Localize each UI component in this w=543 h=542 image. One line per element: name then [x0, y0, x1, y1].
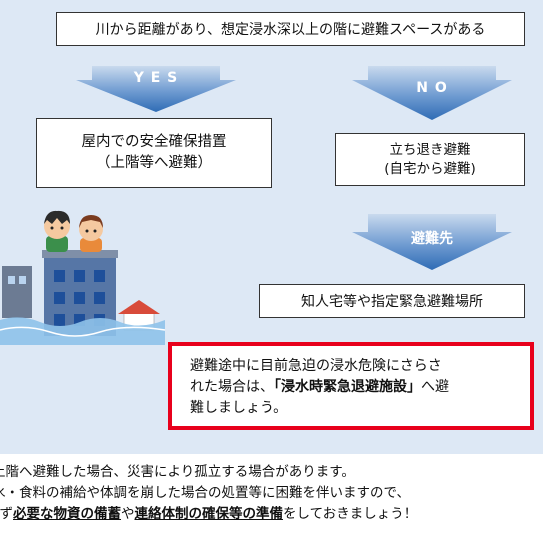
- no-arrow: [352, 66, 512, 120]
- yes-result-box: 屋内での安全確保措置 （上階等へ避難）: [36, 118, 272, 188]
- note-line3-c: や: [121, 506, 135, 522]
- no-label: N O: [416, 80, 448, 96]
- destination-box: 知人宅等や指定緊急避難場所: [259, 284, 525, 318]
- note-line2: 水・食料の補給や体調を崩した場合の処置等に困難を伴いますので、: [0, 485, 410, 501]
- destination-label: 避難先: [411, 231, 453, 247]
- note-supplies-emphasis: 必要な物資の備蓄: [13, 506, 121, 522]
- warning-part4: 難しましょう。: [190, 400, 288, 416]
- warning-box: 避難途中に目前急迫の浸水危険にさらさ れた場合は、「浸水時緊急退避施設」へ避 難…: [168, 342, 534, 430]
- no-result-line2: (自宅から避難): [384, 160, 476, 177]
- destination-text: 知人宅等や指定緊急避難場所: [301, 294, 483, 310]
- yes-label: Y E S: [133, 70, 179, 86]
- no-result-line1: 立ち退き避難: [389, 141, 471, 158]
- flood-illustration: [0, 210, 166, 345]
- question-text: 川から距離があり、想定浸水深以上の階に避難スペースがある: [95, 22, 486, 38]
- note-contact-emphasis: 連絡体制の確保等の準備: [134, 506, 284, 522]
- note-line3-e: をしておきましょう！: [283, 506, 418, 522]
- no-result-box: 立ち退き避難 (自宅から避難): [335, 133, 525, 186]
- destination-arrow: [352, 214, 512, 270]
- note-line3: 必ず必要な物資の備蓄や連絡体制の確保等の準備をしておきましょう！: [0, 504, 529, 525]
- isolation-note: 上階へ避難した場合、災害により孤立する場合があります。 水・食料の補給や体調を崩…: [0, 462, 543, 525]
- question-box: 川から距離があり、想定浸水深以上の階に避難スペースがある: [56, 12, 525, 46]
- note-line1: 上階へ避難した場合、災害により孤立する場合があります。: [0, 464, 355, 480]
- yes-arrow: [76, 66, 236, 112]
- warning-part1: 避難途中に目前急迫の浸水危険にさらさ: [190, 358, 442, 374]
- flowchart-graphics: [0, 66, 512, 345]
- note-line3-a: 必ず: [0, 506, 13, 522]
- warning-highlight: 「浸水時緊急退避施設」: [274, 379, 421, 395]
- yes-result-line1: 屋内での安全確保措置: [81, 134, 227, 150]
- warning-part2: れた場合は、: [190, 379, 274, 395]
- yes-result-line2: （上階等へ避難）: [96, 155, 212, 171]
- warning-part3: へ避: [421, 379, 449, 395]
